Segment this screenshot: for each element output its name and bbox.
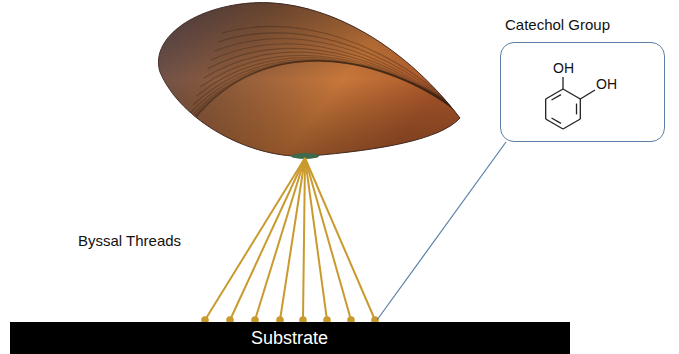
part-label: Byssal Threads: [78, 232, 181, 249]
byssal-threads: [202, 158, 378, 323]
bond: [580, 99, 581, 119]
bond: [552, 118, 561, 123]
benzene-ring: [501, 43, 664, 141]
mussel-shell: [158, 3, 460, 157]
byssal-thread: [205, 158, 305, 320]
byssal-thread: [230, 158, 305, 320]
byssal-thread: [303, 158, 305, 320]
bond: [546, 89, 563, 99]
bond: [552, 95, 561, 100]
bond: [562, 77, 563, 89]
bond: [563, 89, 580, 99]
byssal-thread: [305, 158, 351, 320]
shell-shading: [158, 3, 460, 157]
hydroxyl-label: OH: [596, 76, 617, 92]
byssal-thread: [280, 158, 305, 320]
callout-leader: [377, 142, 506, 320]
substrate-bar: Substrate: [10, 322, 570, 354]
callout-heading: Catechol Group: [505, 16, 610, 33]
bond: [576, 104, 577, 115]
bond: [546, 119, 563, 129]
bond: [563, 119, 580, 129]
byssal-thread: [305, 158, 375, 320]
callout-box: Catechol GroupOHOH: [500, 42, 665, 142]
byssal-thread: [255, 158, 305, 320]
substrate-label: Substrate: [251, 328, 328, 349]
hydroxyl-label: OH: [553, 60, 574, 76]
bond: [580, 90, 595, 99]
bond: [545, 99, 546, 119]
